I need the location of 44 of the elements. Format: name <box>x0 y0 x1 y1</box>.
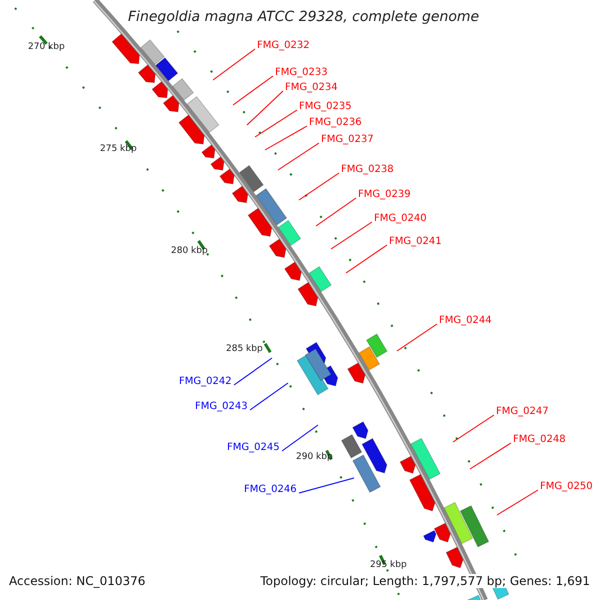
leader-line <box>278 142 320 170</box>
title: Finegoldia magna ATCC 29328, complete genome <box>128 9 480 25</box>
gene-label: FMG_0244 <box>439 315 492 326</box>
position-label: 280 kbp <box>171 246 208 256</box>
leader-line <box>264 126 308 150</box>
gene-label: FMG_0245 <box>227 442 280 453</box>
leader-line <box>330 222 372 250</box>
position-label: 295 kbp <box>370 560 407 570</box>
leader-line <box>396 324 438 352</box>
leader-line <box>212 48 256 80</box>
genome-summary-text: Topology: circular; Length: 1,797,577 bp; Genes: 1,691 <box>260 574 590 588</box>
leader-line <box>346 244 388 274</box>
gene-label: FMG_0246 <box>244 484 297 495</box>
gene-label: FMG_0247 <box>496 406 549 417</box>
gene-label: FMG_0235 <box>299 101 352 112</box>
gene-label: FMG_0236 <box>309 117 362 128</box>
leader-line <box>246 90 284 126</box>
leader-line <box>298 478 354 494</box>
leader-line <box>234 358 272 386</box>
gene-label: FMG_0237 <box>321 134 374 145</box>
leader-line <box>298 172 340 200</box>
gene-label: FMG_0234 <box>285 82 338 93</box>
accession-text: Accession: NC_010376 <box>9 574 146 588</box>
leader-line <box>282 424 318 452</box>
leader-line <box>452 414 494 442</box>
gene-label: FMG_0240 <box>374 213 427 224</box>
gene-label: FMG_0241 <box>389 236 442 247</box>
leader-line <box>232 76 274 106</box>
gene-label: FMG_0242 <box>179 376 232 387</box>
leader-line <box>470 442 512 470</box>
position-label: 285 kbp <box>226 344 263 354</box>
position-label: 270 kbp <box>28 42 65 52</box>
gene-label: FMG_0239 <box>358 189 411 200</box>
leader-line <box>316 198 356 226</box>
gene-label: FMG_0232 <box>257 40 310 51</box>
leader-line <box>254 110 298 138</box>
leader-line <box>250 382 288 410</box>
position-label: 275 kbp <box>100 144 137 154</box>
gene-label: FMG_0248 <box>513 434 566 445</box>
gene-label: FMG_0250 <box>540 481 593 492</box>
gene-label: FMG_0238 <box>341 164 394 175</box>
gene-label: FMG_0243 <box>195 401 248 412</box>
gene-label: FMG_0233 <box>275 67 328 78</box>
leader-line <box>496 490 538 516</box>
